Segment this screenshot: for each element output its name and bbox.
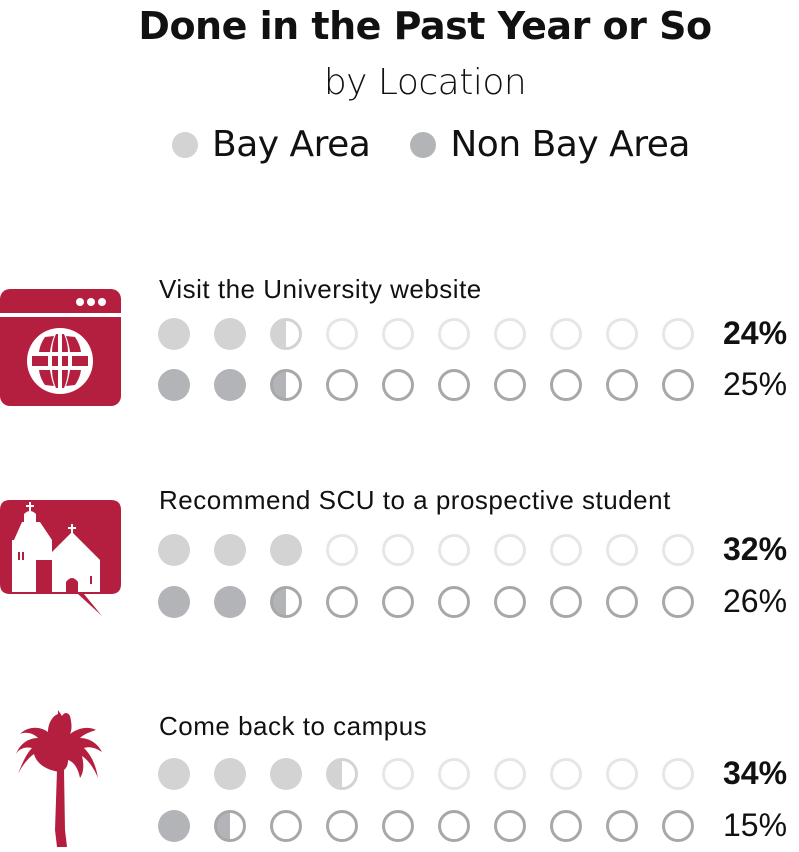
section-label: Recommend SCU to a prospective student — [159, 485, 671, 515]
dot-full — [270, 758, 302, 790]
dot-full — [214, 369, 246, 401]
dot-empty — [606, 369, 638, 401]
pct-bay-area: 32% — [723, 531, 788, 567]
dot-empty — [438, 534, 470, 566]
dot-full — [158, 758, 190, 790]
dot-empty — [550, 318, 582, 350]
dot-full — [270, 534, 302, 566]
dot-half — [326, 758, 358, 790]
dot-row-bay-area — [158, 317, 718, 351]
dot-full — [158, 318, 190, 350]
dot-half — [270, 586, 302, 618]
dot-full — [158, 586, 190, 618]
dot-empty — [662, 534, 694, 566]
pct-non-bay-area: 26% — [723, 583, 788, 619]
legend-label: Non Bay Area — [450, 124, 690, 165]
pct-non-bay-area: 15% — [723, 807, 788, 843]
mission-church-speech-bubble-icon — [0, 500, 122, 618]
dot-full — [158, 810, 190, 842]
dot-empty — [550, 758, 582, 790]
legend-label: Bay Area — [212, 124, 371, 165]
dot-empty — [382, 586, 414, 618]
dot-row-non-bay-area — [158, 368, 718, 402]
chart-subtitle: by Location — [323, 62, 527, 103]
dot-empty — [662, 758, 694, 790]
dot-empty — [270, 810, 302, 842]
dot-empty — [326, 586, 358, 618]
dot-empty — [326, 534, 358, 566]
dot-full — [158, 369, 190, 401]
dot-full — [158, 534, 190, 566]
dot-empty — [550, 810, 582, 842]
dot-row-bay-area — [158, 757, 718, 791]
dot-empty — [494, 369, 526, 401]
section-label: Come back to campus — [159, 711, 428, 741]
dot-empty — [606, 758, 638, 790]
dot-row-bay-area — [158, 533, 718, 567]
dot-empty — [550, 534, 582, 566]
legend: Bay Area Non Bay Area — [172, 124, 730, 165]
dot-empty — [606, 318, 638, 350]
dot-empty — [662, 586, 694, 618]
dot-empty — [326, 810, 358, 842]
dot-empty — [606, 810, 638, 842]
dot-full — [214, 318, 246, 350]
dot-empty — [382, 318, 414, 350]
dot-empty — [494, 534, 526, 566]
browser-globe-icon — [0, 289, 122, 407]
dot-half — [270, 369, 302, 401]
dot-full — [214, 586, 246, 618]
pct-non-bay-area: 25% — [723, 366, 788, 402]
dot-empty — [326, 318, 358, 350]
dot-half — [270, 318, 302, 350]
dot-empty — [382, 534, 414, 566]
dot-empty — [326, 369, 358, 401]
dot-empty — [438, 369, 470, 401]
dot-full — [214, 534, 246, 566]
dot-row-non-bay-area — [158, 585, 718, 619]
dot-empty — [494, 810, 526, 842]
dot-empty — [438, 318, 470, 350]
dot-empty — [606, 534, 638, 566]
dot-empty — [382, 810, 414, 842]
dot-half — [214, 810, 246, 842]
dot-row-non-bay-area — [158, 809, 718, 843]
palm-tree-icon — [14, 710, 106, 847]
dot-empty — [438, 810, 470, 842]
dot-empty — [606, 586, 638, 618]
dot-empty — [494, 758, 526, 790]
dot-empty — [438, 586, 470, 618]
dot-empty — [662, 369, 694, 401]
dot-empty — [662, 810, 694, 842]
dot-empty — [494, 318, 526, 350]
section-label: Visit the University website — [159, 274, 482, 304]
dot-empty — [382, 369, 414, 401]
legend-item-non-bay-area: Non Bay Area — [410, 124, 690, 165]
dot-empty — [550, 369, 582, 401]
legend-dot-non-bay-area — [410, 131, 437, 158]
dot-empty — [382, 758, 414, 790]
chart-title: Done in the Past Year or So — [138, 4, 712, 48]
legend-item-bay-area: Bay Area — [172, 124, 371, 165]
dot-full — [214, 758, 246, 790]
pct-bay-area: 24% — [723, 315, 788, 351]
pct-bay-area: 34% — [723, 755, 788, 791]
dot-empty — [438, 758, 470, 790]
dot-empty — [662, 318, 694, 350]
dot-empty — [494, 586, 526, 618]
dot-empty — [550, 586, 582, 618]
legend-dot-bay-area — [172, 131, 198, 158]
